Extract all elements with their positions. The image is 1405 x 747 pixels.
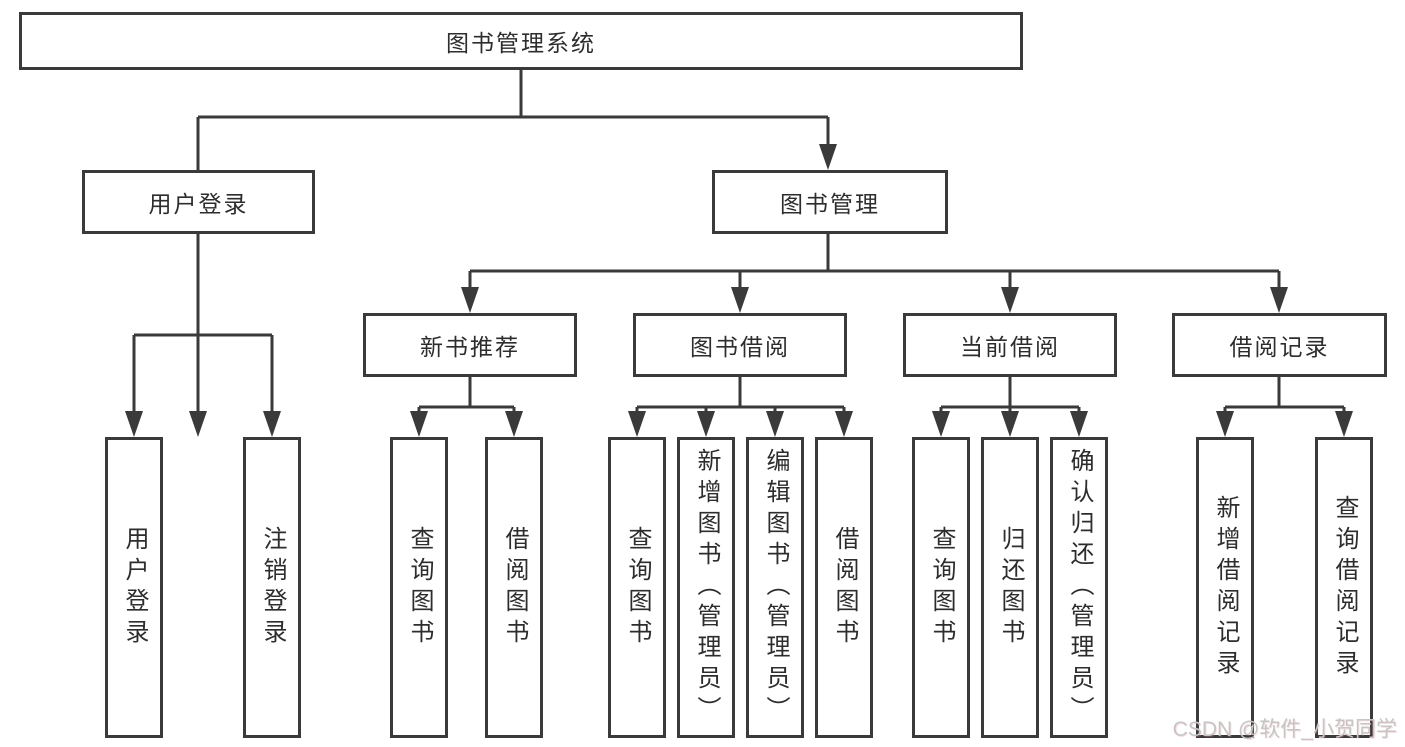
leaf-query-books-current: 查询图书: [912, 437, 970, 738]
leaf-edit-book-admin: 编辑图书（管理员）: [746, 437, 804, 738]
node-book-management-label: 图书管理: [780, 191, 880, 217]
node-book-borrow: 图书借阅: [633, 313, 847, 377]
leaf-query-borrow-record: 查询借阅记录: [1315, 437, 1373, 738]
connector-book-borrow-to-leaves: [628, 377, 853, 437]
connector-user-login-to-leaves: [125, 234, 281, 437]
leaf-logout: 注销登录: [243, 437, 301, 738]
leaf-add-book-admin: 新增图书（管理员）: [677, 437, 735, 738]
connector-borrow-records-to-leaves: [1216, 377, 1353, 437]
node-borrow-records-label: 借阅记录: [1229, 334, 1330, 360]
leaf-borrow-books: 借阅图书: [815, 437, 873, 738]
leaf-borrow-books-recommend-label: 借阅图书: [501, 525, 528, 650]
leaf-borrow-books-label: 借阅图书: [831, 525, 858, 650]
leaf-edit-book-admin-label: 编辑图书（管理员）: [762, 448, 789, 727]
node-new-book-recommend: 新书推荐: [363, 313, 577, 377]
leaf-return-book: 归还图书: [981, 437, 1039, 738]
node-borrow-records: 借阅记录: [1172, 313, 1387, 377]
leaf-add-book-admin-label: 新增图书（管理员）: [693, 448, 720, 727]
leaf-add-borrow-record-label: 新增借阅记录: [1212, 494, 1239, 681]
leaf-return-book-label: 归还图书: [997, 525, 1024, 650]
connector-current-borrow-to-leaves: [932, 377, 1088, 437]
node-root: 图书管理系统: [19, 12, 1023, 70]
node-current-borrow-label: 当前借阅: [960, 334, 1060, 360]
leaf-query-books-current-label: 查询图书: [928, 525, 955, 650]
leaf-query-books-borrow: 查询图书: [608, 437, 666, 738]
connector-root-to-level2: [189, 70, 837, 437]
leaf-query-books-recommend: 查询图书: [390, 437, 448, 738]
leaf-user-login-label: 用户登录: [121, 525, 148, 650]
leaf-confirm-return-admin-label: 确认归还（管理员）: [1066, 448, 1093, 727]
node-current-borrow: 当前借阅: [903, 313, 1117, 377]
node-user-login-label: 用户登录: [148, 191, 249, 217]
node-user-login: 用户登录: [82, 170, 315, 234]
leaf-query-books-recommend-label: 查询图书: [406, 525, 433, 650]
leaf-logout-label: 注销登录: [259, 525, 286, 650]
leaf-add-borrow-record: 新增借阅记录: [1196, 437, 1254, 738]
leaf-query-books-borrow-label: 查询图书: [624, 525, 651, 650]
node-book-management: 图书管理: [712, 170, 948, 234]
node-root-label: 图书管理系统: [446, 30, 596, 56]
connector-new-book-to-leaves: [410, 377, 523, 437]
csdn-watermark: CSDN @软件_小贺同学: [1172, 718, 1397, 741]
connector-book-management-to-level3: [461, 234, 1288, 313]
leaf-confirm-return-admin: 确认归还（管理员）: [1050, 437, 1108, 738]
leaf-user-login: 用户登录: [105, 437, 163, 738]
node-new-book-recommend-label: 新书推荐: [420, 334, 520, 360]
leaf-borrow-books-recommend: 借阅图书: [485, 437, 543, 738]
node-book-borrow-label: 图书借阅: [690, 334, 790, 360]
leaf-query-borrow-record-label: 查询借阅记录: [1331, 494, 1358, 681]
